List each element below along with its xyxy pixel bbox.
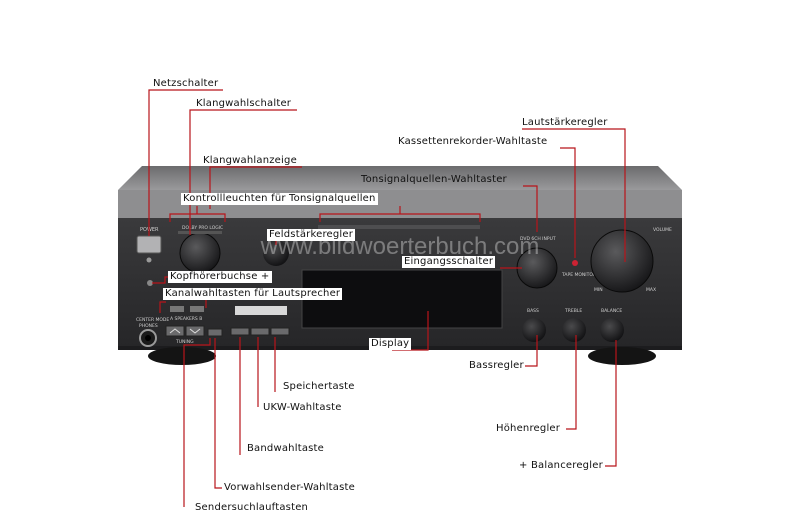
label-vorwahl: Vorwahlsender-Wahltaste: [224, 482, 356, 493]
tuning-up-arrow: [189, 328, 201, 334]
foot-right: [588, 347, 656, 365]
dvd-input-text: DVD 6CH INPUT: [520, 236, 556, 242]
tape-monitor-led: [572, 260, 578, 266]
speakers-text: A SPEAKERS B: [170, 316, 202, 322]
dolby-text: DOLBY PRO LOGIC: [182, 225, 223, 231]
volume-min-text: MIN: [594, 287, 603, 293]
leader-bass: [525, 335, 538, 367]
label-eingang: Eingangsschalter: [402, 256, 496, 268]
label-kopfhoerer: Kopfhörerbuchse +: [168, 271, 272, 283]
volume-knob: [590, 229, 654, 293]
label-tonsignal: Tonsignalquellen-Wahltaster: [361, 174, 507, 185]
receiver-top-surface: [118, 166, 682, 190]
memory-button: [270, 327, 290, 336]
headphone-jack-hole: [145, 335, 151, 341]
bass-knob: [522, 318, 546, 342]
label-display: Display: [369, 338, 412, 350]
small-indicator: [147, 280, 153, 286]
source-indicator-row: [318, 225, 480, 229]
label-speicher: Speichertaste: [283, 381, 355, 392]
label-netzschalter: Netzschalter: [153, 78, 219, 89]
label-kontrollleuchten: Kontrollleuchten für Tonsignalquellen: [181, 193, 378, 205]
leader-display: [392, 311, 429, 351]
label-klangwahlschalter: Klangwahlschalter: [196, 98, 292, 109]
treble-text: TREBLE: [564, 308, 582, 314]
dolby-surround-logo: [235, 306, 287, 315]
phones-text: PHONES: [139, 323, 158, 329]
leader-netzschalter: [148, 89, 223, 236]
leader-kanalwahl-left: [159, 301, 166, 313]
mode-indicator-row: [178, 231, 222, 234]
power-button: [136, 235, 162, 254]
foot-left: [148, 347, 216, 365]
tape-monitor-text: TAPE MONITOR: [561, 272, 596, 278]
leader-kassetten: [560, 147, 576, 258]
balance-knob: [600, 318, 624, 342]
label-balance: + Balanceregler: [519, 460, 603, 471]
label-klangwahlanzeige: Klangwahlanzeige: [203, 155, 297, 166]
leader-kopfhoerer: [152, 276, 168, 284]
label-kassetten: Kassettenrekorder-Wahltaste: [398, 136, 548, 147]
bass-text: BASS: [527, 308, 539, 314]
tuning-up-button: [185, 325, 205, 337]
leader-vorwahl: [214, 338, 222, 489]
center-mode-text: CENTER MODE: [136, 317, 169, 323]
power-indicator: [146, 257, 152, 263]
tuning-down-button: [165, 325, 185, 337]
sound-mode-knob: [179, 232, 221, 274]
volume-max-text: MAX: [646, 287, 656, 293]
label-hoehen: Höhenregler: [496, 423, 561, 434]
speaker-button-a: [170, 306, 184, 312]
tuning-text: TUNING: [175, 339, 194, 345]
band-button: [230, 327, 250, 336]
label-sendersuch: Sendersuchlauftasten: [195, 502, 309, 513]
label-lautstaerke: Lautstärkeregler: [522, 117, 608, 128]
tuning-down-arrow: [169, 328, 181, 334]
label-ukw: UKW-Wahltaste: [263, 402, 342, 413]
leader-hoehen: [566, 335, 577, 430]
leader-lautstaerke: [522, 128, 626, 262]
volume-text: VOLUME: [653, 227, 672, 233]
balance-text: BALANCE: [601, 308, 622, 314]
treble-knob: [562, 318, 586, 342]
label-band: Bandwahltaste: [247, 443, 325, 454]
leader-balance: [605, 340, 617, 467]
fm-button: [250, 327, 270, 336]
leader-sendersuch: [183, 338, 211, 507]
preset-button: [207, 328, 223, 337]
leader-tonsignal: [523, 185, 538, 232]
field-strength-knob: [263, 240, 289, 266]
label-kanalwahl: Kanalwahltasten für Lautsprecher: [163, 288, 343, 300]
speaker-button-b: [190, 306, 204, 312]
label-bass: Bassregler: [469, 360, 524, 371]
label-feldstaerke: Feldstärkeregler: [267, 229, 356, 241]
